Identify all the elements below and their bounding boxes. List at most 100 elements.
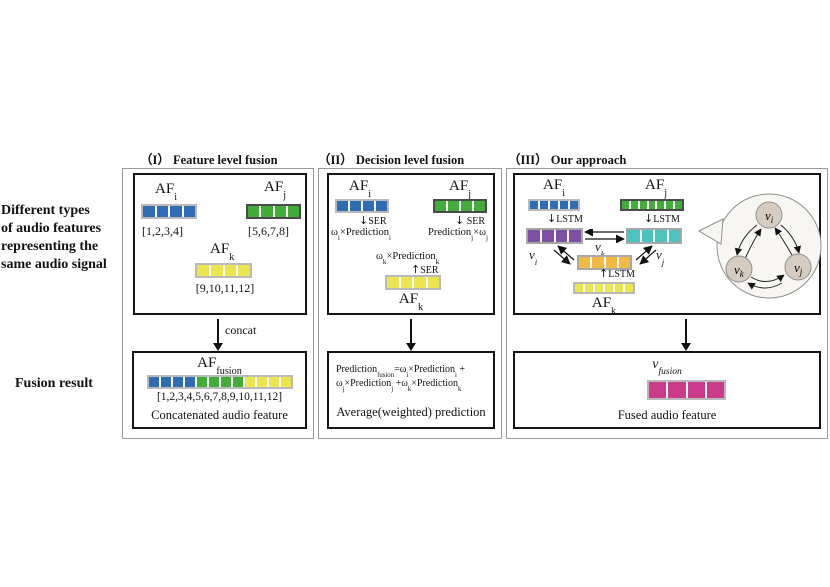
af-i-bar xyxy=(335,199,389,213)
af-j-bar xyxy=(620,199,684,211)
arrow-vi-to-vj xyxy=(780,224,801,254)
feature-cell xyxy=(560,201,568,209)
feature-cell xyxy=(550,201,558,209)
feature-cell xyxy=(555,230,568,242)
prediction-i-label: ωi×Predictioni xyxy=(331,227,391,242)
lstm-i-arrow-label: ↓LSTM xyxy=(547,212,583,225)
arrow-vj-to-vk xyxy=(747,282,783,290)
feature-cell xyxy=(569,230,581,242)
v-k-bar xyxy=(577,255,632,270)
af-k-bar xyxy=(195,263,252,278)
decision-caption: Average(weighted) prediction xyxy=(336,405,486,419)
concat-arrow-label: concat xyxy=(225,323,257,337)
down-arrow-icon: ↓ xyxy=(644,212,654,225)
up-arrow-icon: ↑ xyxy=(599,267,609,280)
feature-cell xyxy=(281,377,291,387)
ser-k-arrow-label: ↑SER xyxy=(411,263,439,276)
af-k-label: AFk xyxy=(210,241,235,263)
panel-feature-level-fusion: AFi [1,2,3,4] AFj [5,6,7,8] AFk [9,10,11… xyxy=(122,168,314,439)
feature-cell xyxy=(461,201,472,211)
node-vk-label: vk xyxy=(734,262,745,279)
feature-cell xyxy=(625,284,633,292)
arrow-vk-to-vj xyxy=(750,274,785,282)
af-k-values: [9,10,11,12] xyxy=(195,281,255,295)
bidirectional-arrow-vi-vk xyxy=(553,245,575,265)
feature-cell xyxy=(655,230,667,242)
feature-cell xyxy=(269,377,279,387)
arrow-vj-to-vi xyxy=(774,227,794,258)
af-j-bar xyxy=(433,199,487,213)
panel-our-approach: AFi ↓LSTM vi AFj ↓LSTM vj vk xyxy=(506,168,828,439)
v-j-bar xyxy=(626,228,682,244)
feature-caption: Concatenated audio feature xyxy=(151,408,288,422)
af-j-label: AFj xyxy=(645,177,668,199)
v-fusion-bar xyxy=(647,380,726,400)
feature-cell xyxy=(706,382,724,398)
feature-cell xyxy=(657,201,665,209)
bubble-tail xyxy=(697,218,724,245)
node-vi-label: vi xyxy=(765,208,774,225)
feature-input-box: AFi [1,2,3,4] AFj [5,6,7,8] AFk [9,10,11… xyxy=(133,173,307,315)
af-i-label: AFi xyxy=(349,178,372,200)
feature-cell xyxy=(183,206,195,217)
feature-cell xyxy=(376,201,387,211)
feature-cell xyxy=(170,206,182,217)
feature-cell xyxy=(287,206,299,217)
cyclic-attention-bubble: vi vk vj xyxy=(697,193,822,299)
fusion-formula-line2: ωj×Predictionj +ωk×Predictionk xyxy=(336,378,462,393)
feature-cell xyxy=(257,377,267,387)
feature-cell xyxy=(185,377,195,387)
down-arrow-icon: ↓ xyxy=(547,212,557,225)
feature-cell xyxy=(687,382,705,398)
af-j-values: [5,6,7,8] xyxy=(248,224,289,238)
feature-cell xyxy=(630,201,638,209)
ser-i-arrow-label: ↓SER xyxy=(359,214,387,227)
feature-cell xyxy=(528,230,540,242)
header-our-approach: （III） Our approach xyxy=(508,153,627,167)
feature-cell xyxy=(248,206,260,217)
panel-decision-level-fusion: AFi ↓SER ωi×Predictioni AFj ↓ SER Predic… xyxy=(318,168,502,439)
feature-cell xyxy=(161,377,171,387)
node-vj-label: vj xyxy=(794,260,803,277)
feature-cell xyxy=(233,377,243,387)
feature-cell xyxy=(592,257,604,268)
row-label-fusion-result: Fusion result xyxy=(15,376,93,391)
af-k-label: AFk xyxy=(398,291,424,313)
feature-cell xyxy=(639,201,647,209)
feature-cell xyxy=(245,377,255,387)
af-i-values: [1,2,3,4] xyxy=(142,224,183,238)
bidirectional-arrow-vj-vk xyxy=(635,245,657,265)
feature-cell xyxy=(595,284,603,292)
feature-cell xyxy=(618,257,630,268)
feature-cell xyxy=(221,377,231,387)
ours-input-box: AFi ↓LSTM vi AFj ↓LSTM vj vk xyxy=(513,173,822,316)
feature-cell xyxy=(400,277,412,288)
af-j-label: AFj xyxy=(264,179,287,201)
feature-cell xyxy=(666,201,674,209)
feature-cell xyxy=(261,206,273,217)
prediction-k-label: ωk×Predictionk xyxy=(376,251,440,266)
feature-cell xyxy=(585,284,593,292)
af-i-label: AFi xyxy=(543,177,566,199)
up-arrow-icon: ↑ xyxy=(411,263,421,276)
down-arrow-icon: ↓ xyxy=(455,214,465,227)
af-k-bar xyxy=(385,275,441,290)
feature-cell xyxy=(156,206,168,217)
feature-cell xyxy=(628,230,640,242)
af-fusion-values: [1,2,3,4,5,6,7,8,9,10,11,12] xyxy=(156,391,283,403)
af-i-label: AFi xyxy=(155,181,178,203)
feature-cell xyxy=(668,382,686,398)
af-j-bar xyxy=(246,204,301,219)
feature-cell xyxy=(605,257,617,268)
feature-result-box: AFfusion [1,2,3,4,5,6,7,8,9,10,11,12] Co… xyxy=(132,351,307,429)
af-j-label: AFj xyxy=(449,178,472,200)
feature-cell xyxy=(615,284,623,292)
feature-cell xyxy=(641,230,653,242)
ser-j-arrow-label: ↓ SER xyxy=(455,214,486,227)
feature-cell xyxy=(605,284,613,292)
feature-cell xyxy=(209,377,219,387)
feature-cell xyxy=(238,265,250,276)
down-arrow xyxy=(406,319,416,351)
down-arrow-concat xyxy=(213,319,223,351)
v-fusion-label: vfusion xyxy=(652,357,682,378)
